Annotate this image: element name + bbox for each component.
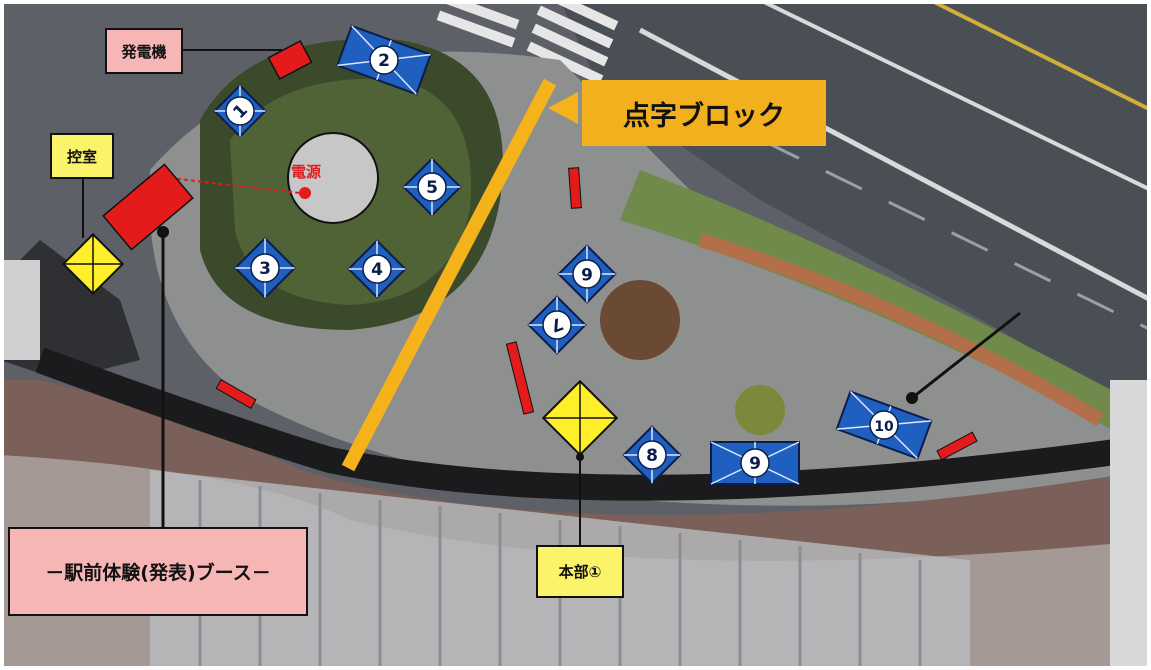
booth-number-badge: [740, 448, 770, 478]
booth-8: 8: [622, 425, 682, 485]
booth-markers: 1 2 3 4 5 6 7 8 9 10: [213, 24, 933, 485]
generator: [267, 39, 313, 81]
booth-number-badge: [225, 96, 255, 126]
power-label-text: 電源: [291, 163, 322, 181]
hq-label-text: 本部①: [558, 563, 602, 581]
road-lane-line: [638, 27, 1151, 303]
tactile-block-label-text: 点字ブロック: [623, 100, 785, 132]
booth-number-badge: [369, 45, 399, 75]
booth-4: 4: [347, 239, 407, 299]
road-lane-line: [759, 0, 1151, 192]
barrier: [215, 378, 257, 410]
canopy-ribs: [198, 480, 922, 670]
brick-border: [697, 233, 1104, 427]
left-building: [0, 260, 40, 360]
booth-number-text: 6: [581, 263, 593, 283]
barrier: [505, 341, 535, 415]
tree: [735, 385, 785, 435]
road-center-line: [929, 0, 1151, 112]
booth-10-pin: [906, 392, 918, 404]
booth-number-text: 5: [426, 178, 438, 198]
booth-number-text: 8: [646, 446, 658, 466]
waiting-room-tent: [61, 232, 125, 296]
booth-1: 1: [213, 84, 267, 138]
booth-number-badge: [250, 253, 280, 283]
booth-10: 10: [835, 390, 933, 460]
booth-area-label: －駅前体験(発表)ブース－: [8, 527, 308, 616]
booth-number-badge: [637, 440, 667, 470]
tactile-block-label: 点字ブロック: [582, 80, 826, 146]
waiting-room-label-text: 控室: [66, 147, 97, 166]
tactile-block-arrow: [548, 92, 578, 124]
booth-9: 9: [710, 441, 800, 485]
booth-number-badge: [362, 254, 392, 284]
tree: [600, 280, 680, 360]
booth-2: 2: [336, 24, 432, 96]
booth-area-label-text: －駅前体験(発表)ブース－: [45, 562, 271, 584]
barrier: [936, 431, 978, 461]
generator-label-text: 発電機: [121, 42, 167, 61]
power-cable: [169, 177, 301, 194]
hq-tent: [541, 379, 619, 457]
booth-number-text: 2: [378, 51, 390, 71]
booth-number-text: 10: [874, 419, 894, 435]
booth-6: 6: [557, 244, 617, 304]
power-label: 電源: [291, 161, 321, 182]
booth-7: 7: [527, 295, 587, 355]
booth-tent-red: [102, 163, 194, 251]
power-source-area: [287, 132, 379, 224]
power-point: [299, 187, 311, 199]
barrier: [568, 167, 582, 209]
booth-number-badge: [417, 172, 447, 202]
booth-number-text: 3: [259, 259, 271, 279]
booth-number-text: 4: [371, 260, 383, 280]
hq-label: 本部①: [536, 545, 624, 598]
booth-10-leader: [911, 311, 1021, 400]
curb-shadow: [35, 347, 1132, 501]
booth-number-text: 9: [749, 454, 761, 474]
booth-5: 5: [402, 157, 462, 217]
waiting-room-label: 控室: [50, 133, 114, 179]
booth-3: 3: [233, 236, 297, 300]
right-building: [1110, 380, 1151, 670]
tactile-block-line: [341, 78, 557, 472]
generator-label: 発電機: [105, 28, 183, 74]
booth-number-badge: [572, 259, 602, 289]
booth-number-badge: [542, 310, 572, 340]
road-lane-dash: [699, 108, 1151, 332]
booth-number-badge: [869, 410, 899, 440]
